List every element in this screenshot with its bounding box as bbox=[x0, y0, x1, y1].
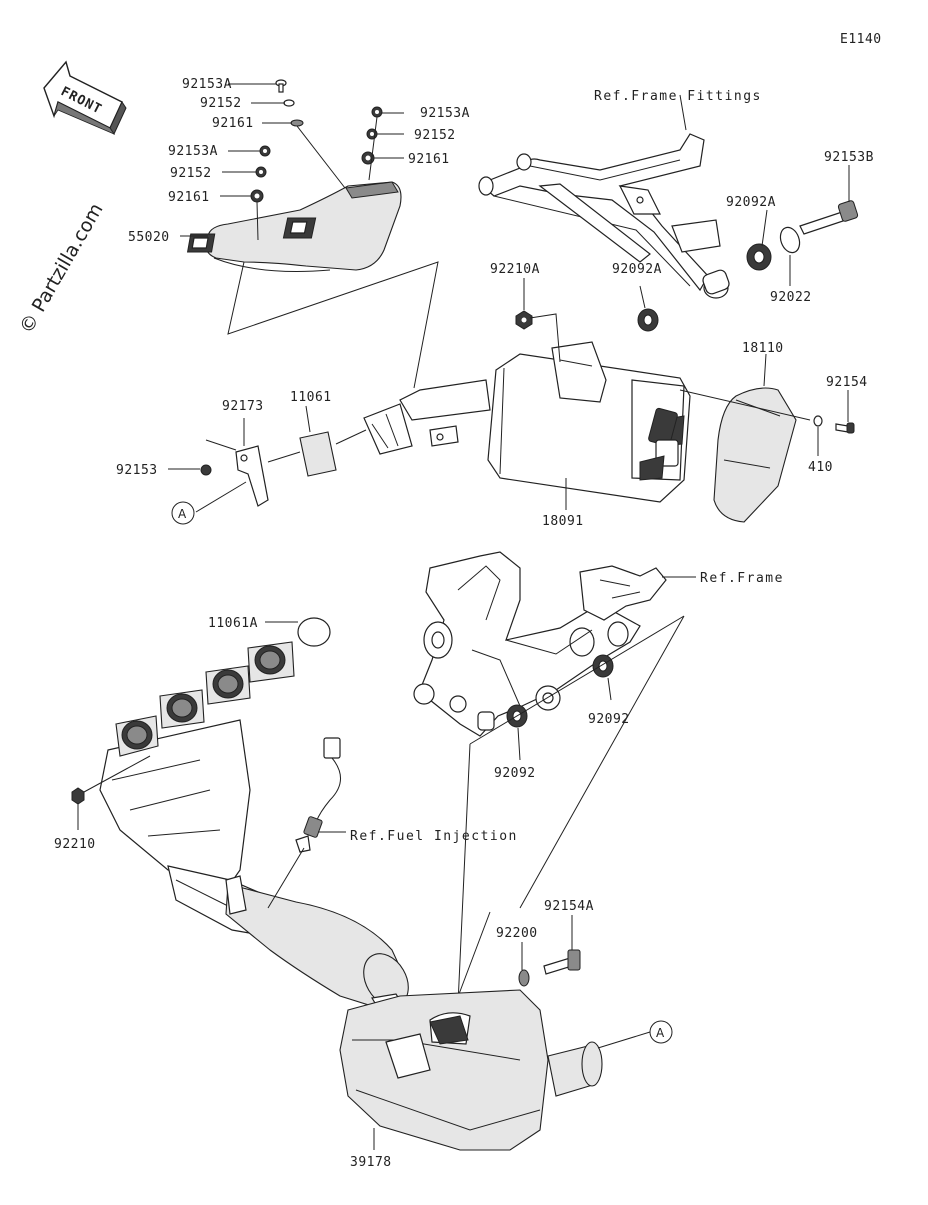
leaders-frame bbox=[517, 576, 696, 761]
leaders-topleft bbox=[180, 83, 292, 237]
leaders-topright bbox=[374, 112, 404, 159]
label-39178: 39178 bbox=[350, 1155, 392, 1170]
label-410: 410 bbox=[808, 460, 833, 475]
label-92092: 92092 bbox=[588, 712, 630, 727]
grommet-92092A-upper bbox=[746, 243, 772, 271]
label-92154A: 92154A bbox=[544, 899, 594, 914]
label-18110: 18110 bbox=[742, 341, 784, 356]
leaders-header bbox=[77, 621, 298, 830]
leaders-end-cap bbox=[679, 353, 811, 421]
label-92153A: 92153A bbox=[420, 106, 470, 121]
callout-a-lower-letter: A bbox=[656, 1026, 665, 1040]
label-18091: 18091 bbox=[542, 514, 584, 529]
clamp-92173 bbox=[235, 445, 269, 507]
washer-92022 bbox=[779, 226, 801, 254]
label-92173: 92173 bbox=[222, 399, 264, 414]
bolt-92153 bbox=[200, 464, 212, 476]
leaders-muffler-fasteners bbox=[523, 278, 646, 363]
leaders-shield-to-muffler bbox=[227, 261, 439, 389]
frame-fittings-bracket bbox=[478, 133, 730, 299]
silencer bbox=[339, 989, 603, 1151]
label-92153A: 92153A bbox=[182, 77, 232, 92]
leaders-frame-to-silencer bbox=[455, 615, 685, 1005]
label-92152: 92152 bbox=[414, 128, 456, 143]
grommet-92092-right bbox=[592, 654, 614, 678]
nut-92210 bbox=[71, 787, 85, 805]
muffler-end-cap bbox=[713, 387, 797, 523]
leaders-clamp-gasket bbox=[168, 405, 367, 513]
ref-frame: Ref.Frame bbox=[700, 571, 784, 586]
leaders-shield-fasteners bbox=[256, 116, 378, 241]
diagram-code: E1140 bbox=[840, 32, 882, 47]
bolt-92153A-left bbox=[259, 145, 271, 157]
label-92210: 92210 bbox=[54, 837, 96, 852]
label-92153A: 92153A bbox=[168, 144, 218, 159]
label-92200: 92200 bbox=[496, 926, 538, 941]
label-92152: 92152 bbox=[170, 166, 212, 181]
rear-muffler bbox=[363, 341, 691, 503]
callout-a-upper-letter: A bbox=[178, 507, 187, 521]
bolt-92154 bbox=[835, 422, 855, 434]
heat-shield bbox=[186, 181, 402, 272]
label-92152: 92152 bbox=[200, 96, 242, 111]
grommet-92161-left-top bbox=[290, 119, 304, 127]
label-92092A: 92092A bbox=[612, 262, 662, 277]
oxygen-sensor bbox=[295, 737, 341, 853]
front-arrow-icon: FRONT bbox=[43, 60, 127, 136]
exhaust-header bbox=[99, 617, 409, 1019]
label-11061: 11061 bbox=[290, 390, 332, 405]
callout-a-upper bbox=[171, 501, 195, 525]
label-92022: 92022 bbox=[770, 290, 812, 305]
label-92154: 92154 bbox=[826, 375, 868, 390]
leaders-cap-fasteners bbox=[817, 390, 849, 456]
bolt-92153B bbox=[799, 200, 859, 235]
callout-a-lower bbox=[649, 1020, 673, 1044]
leaders-silencer bbox=[373, 915, 651, 1150]
watermark-text: © Partzilla.com bbox=[15, 200, 107, 338]
bolt-92153A-right bbox=[371, 106, 383, 118]
washer-92152-left-top bbox=[283, 99, 295, 107]
frame-section bbox=[413, 551, 667, 737]
label-92161: 92161 bbox=[408, 152, 450, 167]
label-11061A: 11061A bbox=[208, 616, 258, 631]
label-55020: 55020 bbox=[128, 230, 170, 245]
label-92161: 92161 bbox=[212, 116, 254, 131]
label-92210A: 92210A bbox=[490, 262, 540, 277]
bolt-92153A-left-top bbox=[275, 79, 287, 93]
washer-410 bbox=[813, 415, 823, 427]
washer-92200 bbox=[518, 969, 530, 987]
leaders-frame-fittings bbox=[679, 94, 850, 286]
washer-92152-left bbox=[255, 166, 267, 178]
label-92092: 92092 bbox=[494, 766, 536, 781]
grommet-92092A-lower bbox=[637, 308, 659, 332]
leaders-sensor bbox=[267, 831, 346, 909]
ref-fuel-injection: Ref.Fuel Injection bbox=[350, 829, 518, 844]
label-92153B: 92153B bbox=[824, 150, 874, 165]
label-92153: 92153 bbox=[116, 463, 158, 478]
label-92161: 92161 bbox=[168, 190, 210, 205]
grommet-92161-left bbox=[250, 189, 264, 203]
gasket-11061 bbox=[299, 431, 337, 477]
gasket-11061A bbox=[297, 617, 331, 647]
label-92092A: 92092A bbox=[726, 195, 776, 210]
bolt-92154A bbox=[543, 949, 581, 975]
nut-92210A bbox=[515, 310, 533, 330]
ref-frame-fittings: Ref.Frame Fittings bbox=[594, 89, 762, 104]
